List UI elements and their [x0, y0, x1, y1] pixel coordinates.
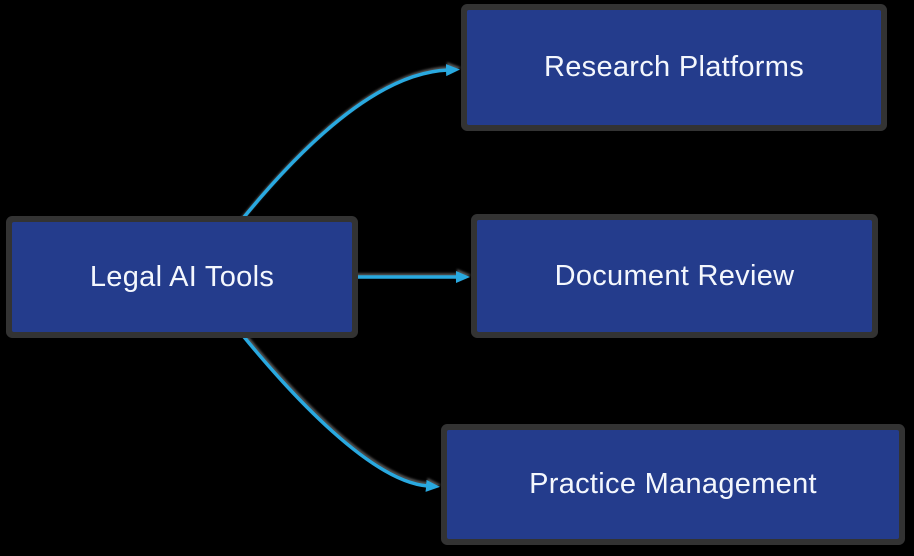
node-practice-management: Practice Management — [447, 430, 899, 539]
edge-root-to-practice — [238, 330, 440, 492]
node-legal-ai-tools-label: Legal AI Tools — [89, 260, 275, 293]
node-research-platforms: Research Platforms — [467, 10, 881, 125]
edge-root-to-research — [238, 64, 460, 224]
node-research-platforms-label: Research Platforms — [543, 51, 805, 83]
node-legal-ai-tools: Legal AI Tools — [12, 222, 352, 332]
node-document-review-label: Document Review — [554, 259, 795, 292]
node-practice-management-label: Practice Management — [529, 468, 817, 500]
node-document-review: Document Review — [477, 220, 872, 332]
